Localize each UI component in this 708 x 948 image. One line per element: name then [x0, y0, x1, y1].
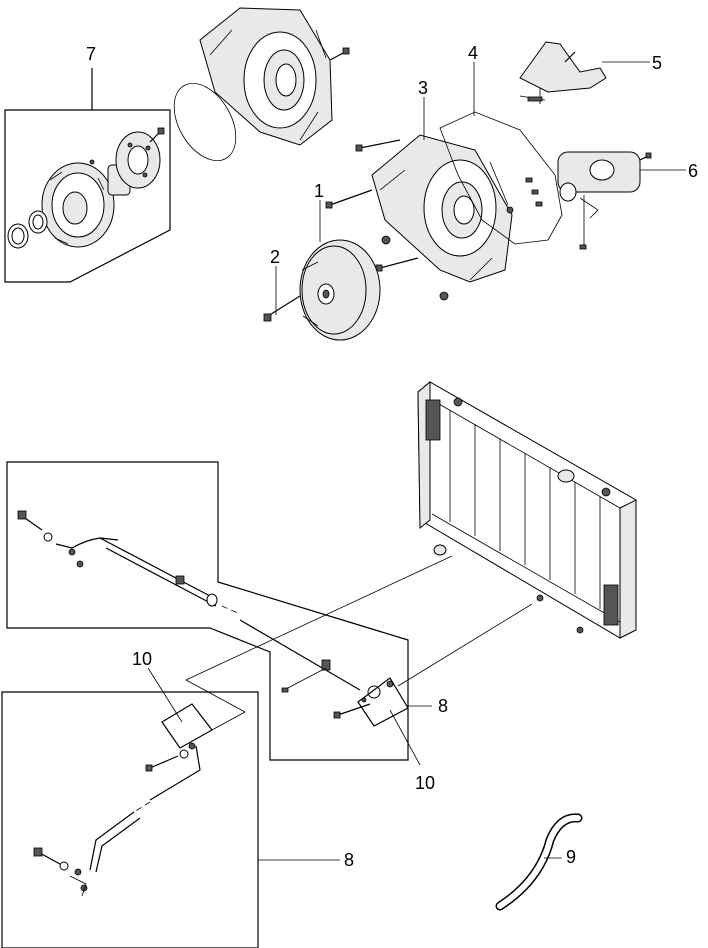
callout-6: 6: [688, 161, 698, 181]
callout-9: 9: [566, 847, 576, 867]
case-gasket: [439, 111, 563, 245]
washer-box-lower: [161, 703, 213, 749]
callout-1: 1: [314, 181, 324, 201]
o-ring: [173, 82, 237, 162]
cooler-line-lower: [33, 742, 201, 897]
gasket-fasteners: [525, 177, 543, 207]
leader-lines-top: [275, 61, 686, 315]
cooler-line-upper: [17, 510, 394, 719]
radiator-fins: [449, 410, 601, 609]
pump-bolt: [149, 127, 165, 143]
converter-bolt: [263, 295, 301, 322]
transmission-case: [371, 134, 513, 301]
callout-7: 7: [86, 44, 96, 64]
bell-housing: [199, 7, 350, 146]
callout-10-upper: 10: [132, 649, 152, 669]
torque-converter: [299, 239, 381, 341]
cooler-line-box-upper: [6, 461, 409, 761]
callout-10-lower: 10: [415, 773, 435, 793]
connection-lines: [185, 555, 533, 731]
leader-lines-lower: [258, 705, 432, 861]
breather-hose: [495, 813, 583, 911]
bracket-cover: [519, 41, 607, 104]
callout-2: 2: [270, 247, 280, 267]
callout-8-lower: 8: [344, 850, 354, 870]
washer-box-upper: [357, 677, 409, 727]
oil-pump-body: [41, 162, 115, 248]
callout-5: 5: [652, 53, 662, 73]
callout-3: 3: [418, 78, 428, 98]
cooler-line-box-lower: [1, 691, 259, 948]
callout-8-upper: 8: [438, 696, 448, 716]
oil-pump-box: [4, 109, 171, 283]
radiator: [417, 380, 637, 639]
pump-gear: [107, 131, 161, 196]
oil-pump-group: [4, 68, 171, 283]
case-bolts: [325, 139, 514, 272]
callout-4: 4: [468, 43, 478, 63]
oil-filter: [557, 151, 652, 250]
